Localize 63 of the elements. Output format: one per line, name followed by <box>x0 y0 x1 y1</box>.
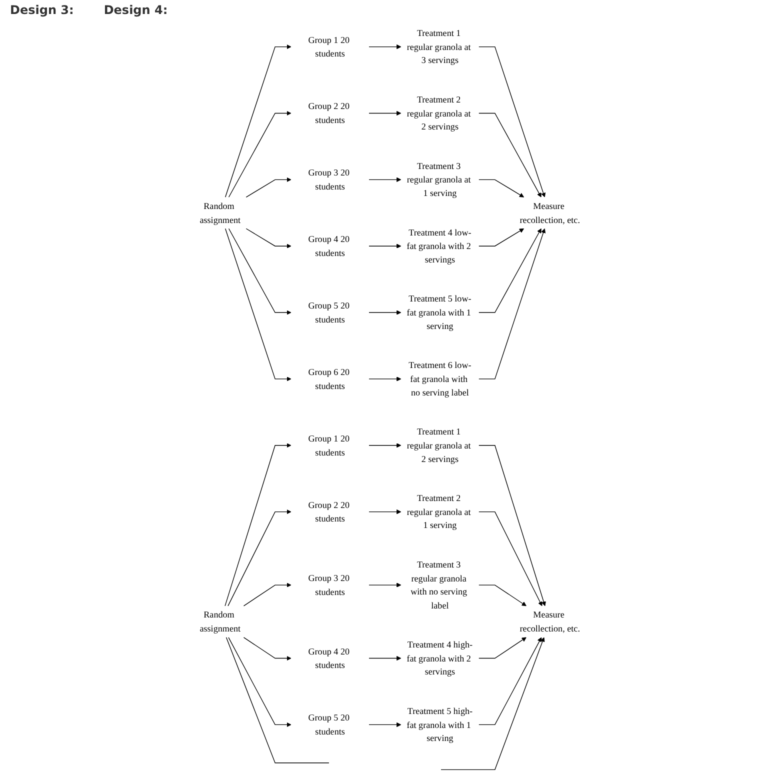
design-heading: Design 4: <box>104 3 168 17</box>
arrow <box>224 44 292 198</box>
arrow <box>368 244 402 248</box>
connector <box>226 637 330 764</box>
node-text: Treatment 6 low-fat granola with no serving label <box>408 360 472 398</box>
node-text: Treatment 2 regular granola at 1 serving <box>406 493 471 530</box>
arrow <box>478 46 546 198</box>
arrow <box>246 177 292 198</box>
arrow <box>440 637 545 770</box>
arrow <box>368 656 402 661</box>
arrow <box>368 44 402 50</box>
node-text: Treatment 4 low-fat granola with 2 servings <box>406 227 472 265</box>
arrow <box>243 637 292 661</box>
node-text: Group 1 20 students <box>308 433 350 458</box>
arrow <box>368 443 402 448</box>
node-text: Treatment 5 low-fat granola with 1 serving <box>406 294 472 332</box>
arrow <box>246 228 292 248</box>
arrow <box>224 228 292 382</box>
node-text: Treatment 5 high-fat granola with 1 serving <box>406 706 473 744</box>
arrow <box>478 179 524 198</box>
arrow <box>478 511 542 606</box>
node-text: Treatment 3 regular granola at 1 serving <box>406 160 471 198</box>
node-text: Random assignment <box>200 200 241 225</box>
node-text: Group 3 20 students <box>308 168 350 192</box>
arrow <box>368 310 402 315</box>
arrow <box>368 509 402 514</box>
node-text: Treatment 4 high-fat granola with 2 servings <box>406 639 473 677</box>
node-text: Measure recollection, etc. <box>520 610 580 634</box>
arrow <box>228 509 292 606</box>
node-text: Group 5 20 students <box>308 712 350 736</box>
arrow <box>478 637 542 726</box>
node-text: Group 4 20 students <box>308 646 350 670</box>
arrow <box>478 228 524 246</box>
arrow <box>368 110 402 116</box>
node-text: Treatment 1 regular granola at 3 servings <box>406 28 471 66</box>
node-text: Group 4 20 students <box>308 234 350 258</box>
arrow <box>478 112 542 198</box>
arrow <box>228 110 292 198</box>
arrow <box>478 445 546 606</box>
node-text: Treatment 2 regular granola at 2 servings <box>406 94 471 132</box>
node-text: Group 1 20 students <box>308 34 350 59</box>
node-text: Group 2 20 students <box>308 101 350 125</box>
arrow <box>224 443 292 606</box>
node-text: Random assignment <box>200 610 241 634</box>
arrow <box>243 582 292 606</box>
arrow <box>478 637 526 659</box>
design-heading: Design 3: <box>10 3 74 17</box>
arrow <box>368 177 402 182</box>
arrow <box>368 722 402 728</box>
arrow <box>478 584 526 606</box>
node-text: Group 6 20 students <box>308 366 350 391</box>
arrow <box>478 228 546 380</box>
node-text: Group 2 20 students <box>308 500 350 524</box>
arrow <box>368 582 402 588</box>
node-text: Treatment 3 regular granola with no serving label <box>410 559 468 610</box>
arrow <box>478 228 542 313</box>
arrow <box>228 228 292 315</box>
node-text: Measure recollection, etc. <box>520 200 580 225</box>
node-text: Group 5 20 students <box>308 300 350 324</box>
arrow <box>368 376 402 382</box>
node-text: Group 3 20 students <box>308 573 350 597</box>
node-text: Treatment 1 regular granola at 2 servings <box>406 426 471 464</box>
arrow <box>228 637 292 728</box>
